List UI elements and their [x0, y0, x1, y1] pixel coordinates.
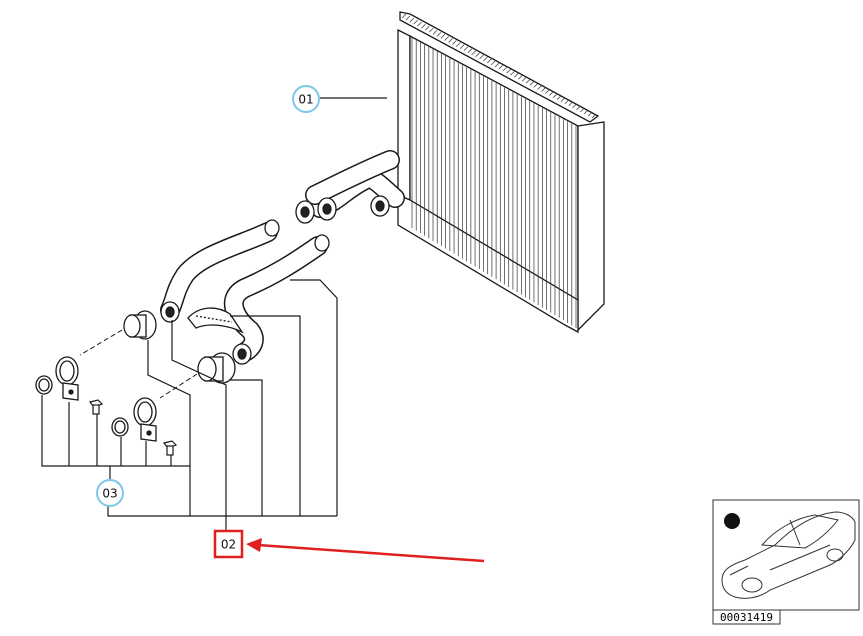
- highlight-arrow: [246, 538, 485, 563]
- screw-left[interactable]: [88, 399, 104, 415]
- o-ring-left[interactable]: [35, 375, 53, 395]
- alignment-dashes: [79, 329, 198, 399]
- car-sedan-icon: [721, 511, 856, 599]
- car-thumbnail: 00031419: [712, 499, 860, 625]
- svg-text:02: 02: [221, 538, 236, 552]
- callout-02[interactable]: 02: [213, 529, 244, 559]
- clamp-left[interactable]: [55, 356, 79, 401]
- coolant-pipe-upper[interactable]: [305, 150, 405, 218]
- reference-number: 00031419: [720, 611, 773, 624]
- heater-core-fins: [401, 13, 597, 328]
- o-ring-right[interactable]: [111, 417, 129, 437]
- callout-03[interactable]: 03: [96, 479, 124, 507]
- pipe-fittings: [160, 195, 390, 365]
- coolant-pipe-right[interactable]: [223, 236, 328, 362]
- svg-text:03: 03: [102, 487, 117, 501]
- clamp-right[interactable]: [133, 397, 157, 442]
- reference-number-box: [712, 609, 781, 625]
- pipe-bracket[interactable]: [187, 307, 244, 334]
- hose-coupling-left[interactable]: [123, 310, 157, 340]
- hose-coupling-right[interactable]: [197, 352, 236, 384]
- leader-lines: [41, 97, 387, 530]
- svg-text:01: 01: [298, 93, 313, 107]
- callout-01[interactable]: 01: [292, 85, 320, 113]
- screw-right[interactable]: [162, 440, 178, 456]
- coolant-pipe-left[interactable]: [160, 222, 278, 320]
- marker-dot-icon: [724, 513, 740, 529]
